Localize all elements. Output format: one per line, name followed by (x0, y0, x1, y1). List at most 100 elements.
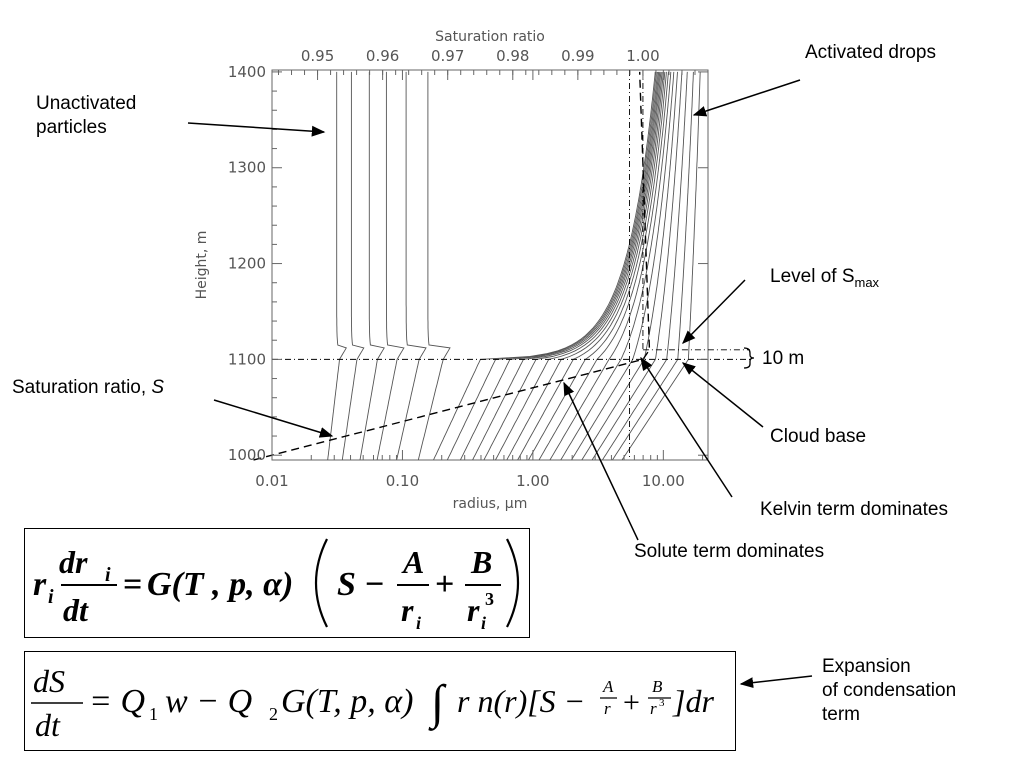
droplet-curve (506, 71, 663, 461)
y-tick-label: 1300 (228, 159, 266, 177)
arrow-solute (563, 381, 639, 541)
eq2-sub-two: 2 (269, 704, 278, 724)
eq1-equals: = (123, 566, 142, 603)
label-unactivated-line2: particles (36, 117, 107, 138)
label-unactivated: Unactivated particles (36, 92, 136, 140)
eq2-num: dS (33, 663, 65, 699)
eq2-integral: ∫ (428, 676, 447, 731)
eq1-g-term: G(T , p, α) (147, 566, 293, 603)
label-expansion: Expansion of condensation term (822, 655, 956, 727)
droplet-curve (528, 71, 666, 461)
x2-tick-label: 0.99 (561, 47, 594, 65)
label-expansion-line1: Expansion (822, 656, 911, 677)
label-expansion-line3: term (822, 704, 860, 725)
y-tick-label: 1000 (228, 446, 266, 464)
x2-tick-label: 0.96 (366, 47, 399, 65)
eq2-den: dt (35, 707, 61, 743)
label-smax-prefix: Level of S (770, 266, 855, 287)
label-solute: Solute term dominates (634, 541, 825, 562)
droplet-curve (359, 71, 385, 461)
eq1-b-den-r: r (467, 592, 480, 628)
droplet-curve (495, 71, 662, 461)
reference-lines (253, 70, 750, 461)
saturation-ratio-line (253, 71, 651, 461)
x2-tick-label: 0.98 (496, 47, 529, 65)
eq1-num-sub: i (105, 564, 111, 586)
eq2-b: B (652, 677, 663, 696)
eq1-minus: − (365, 566, 384, 603)
x2-tick-label: 0.97 (431, 47, 464, 65)
droplet-curve (581, 71, 678, 461)
eq2-rn: r n(r)[S − (457, 683, 585, 719)
eq1-plus: + (435, 566, 454, 603)
label-cloud-base: Cloud base (770, 426, 867, 447)
equation-growth-box: r i dr i dt = G(T , p, α) S − A r i + B … (24, 528, 530, 638)
x2-tick-label: 1.00 (626, 47, 659, 65)
eq1-num: dr (59, 544, 88, 580)
equation-supersat: dS dt = Q 1 w − Q 2 G(T, p, α) ∫ r n(r)[… (31, 663, 714, 743)
label-kelvin: Kelvin term dominates (760, 499, 948, 520)
droplet-curve (612, 71, 694, 461)
label-smax: Level of Smax (770, 265, 879, 295)
ten-m-bracket (743, 347, 755, 369)
droplet-curve (396, 71, 427, 461)
eq2-tail: ]dr (672, 683, 714, 719)
eq2-b-den-r: r (650, 699, 657, 718)
droplet-curves (327, 71, 701, 461)
eq1-b-den-i: i (481, 613, 486, 633)
droplet-curve (472, 71, 660, 461)
label-expansion-line2: of condensation (822, 680, 957, 701)
eq1-lhs-r: r (33, 566, 47, 603)
equation-supersat-box: dS dt = Q 1 w − Q 2 G(T, p, α) ∫ r n(r)[… (24, 651, 736, 751)
droplet-curve (459, 71, 658, 461)
arrow-expansion (739, 675, 813, 689)
equation-growth: r i dr i dt = G(T , p, α) S − A r i + B … (33, 538, 520, 633)
label-saturation-symbol: S (151, 377, 165, 398)
x2-tick-label: 0.95 (301, 47, 334, 65)
y-tick-label: 1400 (228, 63, 266, 81)
label-activated: Activated drops (805, 42, 936, 63)
eq2-b-den-3: 3 (659, 697, 665, 709)
droplet-curve (483, 71, 661, 461)
label-smax-sub: max (854, 274, 880, 290)
droplet-curve (376, 71, 405, 461)
droplet-curve (446, 71, 657, 461)
label-saturation: Saturation ratio, S (12, 376, 164, 400)
eq2-plus: + (623, 686, 640, 719)
eq1-lhs-sub: i (48, 586, 54, 608)
eq1-b-den-3: 3 (485, 589, 494, 609)
eq2-sub-one: 1 (149, 704, 158, 724)
droplet-curve (560, 71, 672, 461)
eq2-w: w − Q (165, 683, 252, 720)
arrow-saturation (213, 399, 334, 438)
y-tick-label: 1200 (228, 255, 266, 273)
x-tick-label: 0.01 (255, 472, 288, 490)
arrow-cloud-base (681, 362, 764, 428)
x-axis-title: radius, μm (453, 496, 528, 512)
y-axis-title: Height, m (194, 231, 210, 300)
eq2-g-term: G(T, p, α) (281, 683, 413, 720)
arrow-smax (682, 279, 746, 344)
eq1-paren-left (314, 538, 328, 628)
droplet-curve (602, 71, 688, 461)
x-tick-label: 1.00 (516, 472, 549, 490)
x-tick-label: 10.00 (642, 472, 685, 490)
eq1-a-den-r: r (401, 592, 414, 628)
droplet-curve (538, 71, 667, 461)
eq1-den: dt (63, 592, 89, 628)
label-unactivated-line1: Unactivated (36, 93, 137, 114)
y-tick-label: 1100 (228, 350, 266, 368)
droplet-curve (433, 71, 656, 461)
droplet-curve (517, 71, 664, 461)
eq1-paren-right (506, 538, 520, 628)
droplet-curve (327, 71, 347, 461)
label-ten-m: 10 m (762, 348, 805, 369)
plot-frame (271, 69, 709, 461)
droplet-curve (341, 71, 365, 461)
droplet-curve (571, 71, 675, 461)
arrow-unactivated (187, 122, 326, 137)
eq1-a: A (401, 544, 424, 580)
eq2-a-den: r (604, 699, 611, 718)
